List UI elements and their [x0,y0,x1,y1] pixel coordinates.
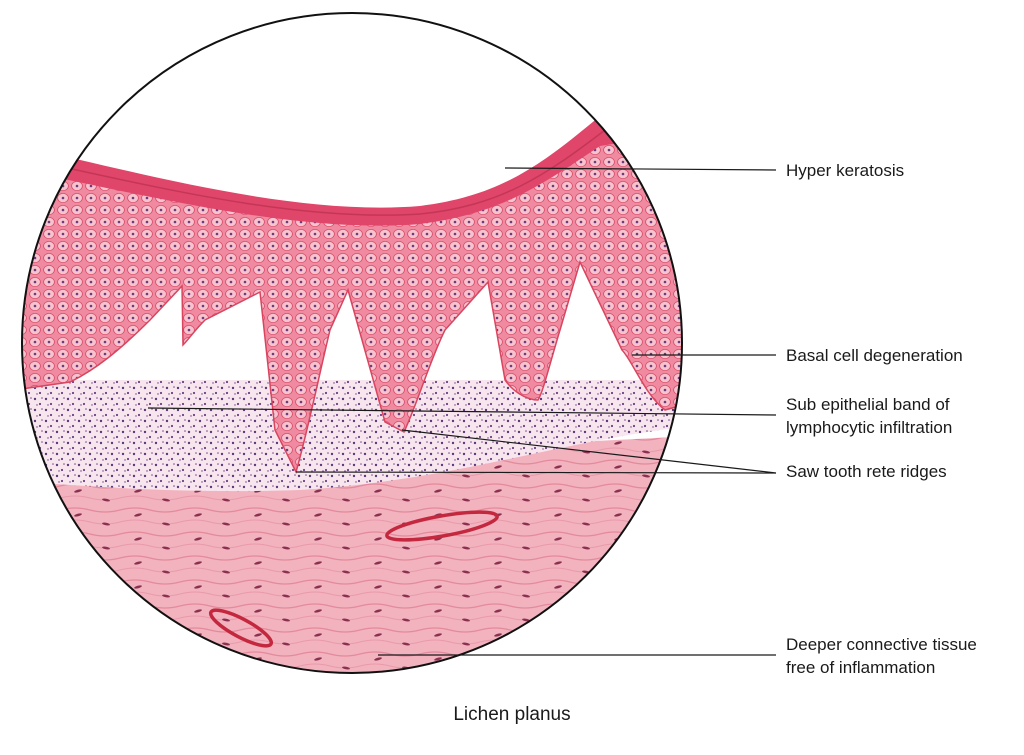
leader-line [295,471,777,474]
label-deeper-connective-line1: Deeper connective tissue [786,635,977,654]
leader-lines [147,167,777,656]
figure-caption: Lichen planus [453,704,571,725]
label-saw-tooth-rete-ridges: Saw tooth rete ridges [786,462,947,481]
label-deeper-connective-line2: free of inflammation [786,658,936,677]
leader-line [147,407,777,416]
leader-line [401,429,777,474]
blood-vessel [385,510,499,542]
label-hyper-keratosis: Hyper keratosis [786,161,905,180]
keratin-layer [30,96,682,226]
leader-line [504,167,777,171]
label-sub-epithelial-band-line1: Sub epithelial band of [786,395,950,414]
label-basal-cell-degeneration: Basal cell degeneration [786,346,963,365]
blood-vessel [208,608,274,648]
label-sub-epithelial-band-line2: lymphocytic infiltration [786,418,953,437]
section-outline [21,12,683,674]
